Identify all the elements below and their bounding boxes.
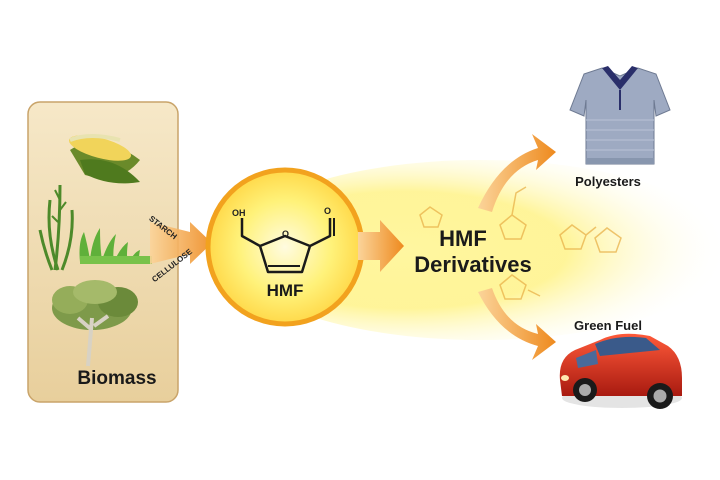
hmf-to-derivatives-arrow [358, 220, 404, 272]
derivative-structures [419, 186, 622, 300]
aldehyde-oxygen-label: O [324, 206, 332, 216]
ring-oxygen-label: O [282, 229, 290, 239]
car-icon [559, 333, 682, 409]
grass-icon [79, 228, 152, 264]
to-polyesters-arrow [478, 134, 556, 212]
to-green-fuel-arrow [478, 288, 556, 360]
derivatives-label-line2: Derivatives [414, 252, 532, 277]
biomass-label: Biomass [77, 368, 157, 389]
hmf-structure [240, 218, 335, 274]
green-fuel-label: Green Fuel [574, 318, 642, 333]
derivatives-glow [230, 160, 720, 340]
polyesters-label: Polyesters [575, 174, 641, 189]
hydroxyl-label: OH [232, 208, 246, 218]
shirt-icon [569, 66, 671, 165]
hmf-label: HMF [266, 281, 304, 300]
tree-icon [52, 280, 138, 367]
tall-grass-icon [38, 184, 74, 271]
derivatives-label-line1: HMF [439, 226, 487, 251]
biomass-to-hmf-arrow [150, 222, 212, 264]
corn-icon [68, 134, 140, 184]
